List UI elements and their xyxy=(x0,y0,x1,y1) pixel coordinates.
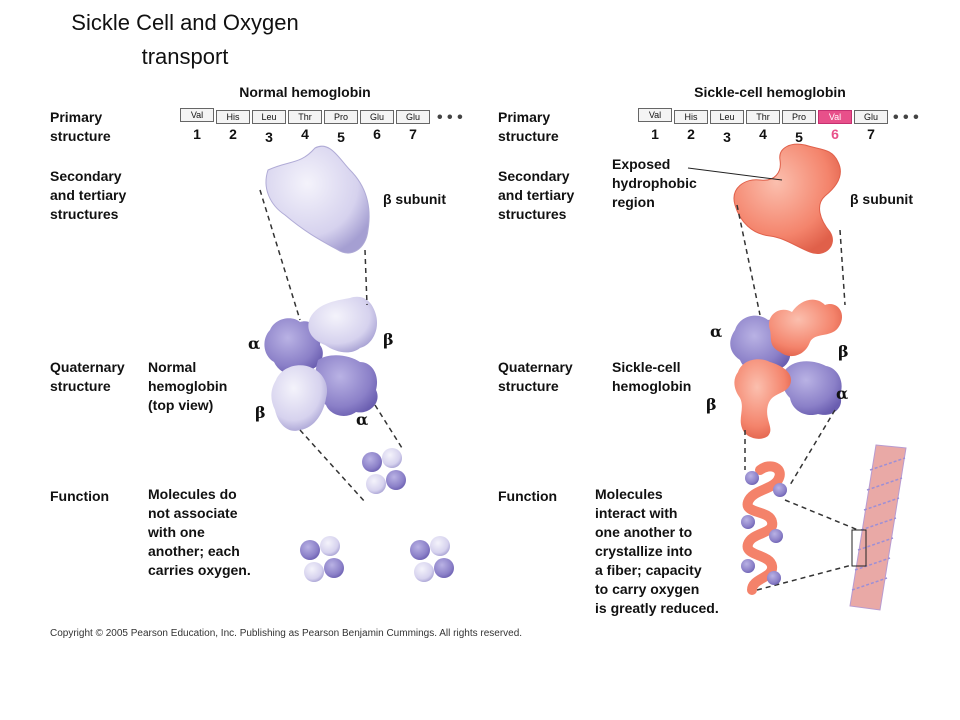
normal-function-desc: Molecules do not associate with one anot… xyxy=(148,486,251,578)
title-line1: Sickle Cell and Oxygen xyxy=(71,10,299,35)
sickle-connector-lines xyxy=(736,204,859,591)
sickle-pos-2: 2 xyxy=(687,126,695,142)
normal-aa-4: Thr xyxy=(288,110,322,124)
sickle-primary-label: Primary structure xyxy=(498,109,559,144)
normal-pos-3: 3 xyxy=(265,129,273,145)
sickle-aa-7: Glu xyxy=(854,110,888,124)
normal-aa-3: Leu xyxy=(252,110,286,124)
sickle-aa-6-mutated: Val xyxy=(818,110,852,124)
normal-molecule-2 xyxy=(300,536,344,582)
sickle-quaternary-label: Quaternary structure xyxy=(498,359,573,394)
normal-function-label: Function xyxy=(50,488,110,504)
normal-beta-subunit-shape xyxy=(265,145,370,254)
normal-beta-subunit-label: β subunit xyxy=(383,191,446,207)
normal-aa-6: Glu xyxy=(360,110,394,124)
normal-pos-6: 6 xyxy=(373,126,381,142)
sickle-pos-6-mutated: 6 xyxy=(831,126,839,142)
normal-pos-2: 2 xyxy=(229,126,237,142)
sickle-hemoglobin-tetramer xyxy=(730,299,843,439)
sickle-alpha-label-top: α xyxy=(710,322,723,341)
normal-beta-label-right: β xyxy=(383,330,394,349)
sickle-alpha-label-bottom: α xyxy=(836,384,849,403)
sickle-beta-label-right: β xyxy=(838,342,849,361)
normal-pos-5: 5 xyxy=(337,129,345,145)
sickle-pos-3: 3 xyxy=(723,129,731,145)
normal-quaternary-desc: Normal hemoglobin (top view) xyxy=(148,359,228,413)
sickle-secondary-label: Secondary and tertiary structures xyxy=(498,168,575,222)
normal-pos-4: 4 xyxy=(301,126,309,142)
sickle-function-desc: Molecules interact with one another to c… xyxy=(595,486,719,616)
sickle-aa-2: His xyxy=(674,110,708,124)
normal-primary-label: Primary structure xyxy=(50,109,111,144)
sickle-beta-subunit-shape xyxy=(733,143,841,254)
normal-secondary-label: Secondary and tertiary structures xyxy=(50,168,127,222)
normal-molecule-3 xyxy=(410,536,454,582)
normal-aa-5: Pro xyxy=(324,110,358,124)
sickle-heading: Sickle-cell hemoglobin xyxy=(694,84,846,100)
slide-title: Sickle Cell and Oxygen transport xyxy=(50,6,320,74)
normal-aa-2: His xyxy=(216,110,250,124)
normal-heading: Normal hemoglobin xyxy=(239,84,371,100)
sickle-quaternary-desc: Sickle-cell hemoglobin xyxy=(612,359,692,394)
normal-pos-7: 7 xyxy=(409,126,417,142)
sickle-aa-1: Val xyxy=(638,108,672,122)
normal-pos-1: 1 xyxy=(193,126,201,142)
exposed-hydrophobic-label: Exposed hydrophobic region xyxy=(612,156,697,210)
normal-alpha-label-top: α xyxy=(248,334,261,353)
sickle-beta-label-left: β xyxy=(706,395,717,414)
normal-alpha-label-bottom: α xyxy=(356,410,369,429)
sickle-pos-1: 1 xyxy=(651,126,659,142)
sickle-pos-7: 7 xyxy=(867,126,875,142)
sickle-aa-3: Leu xyxy=(710,110,744,124)
sickle-fiber-cylinder xyxy=(849,444,907,611)
sickle-pos-4: 4 xyxy=(759,126,767,142)
exposed-region-pointer xyxy=(687,167,783,181)
sickle-function-label: Function xyxy=(498,488,558,504)
normal-molecule-1 xyxy=(362,448,406,494)
normal-beta-label-left: β xyxy=(255,403,266,422)
normal-connector-lines xyxy=(259,189,403,503)
normal-aa-7: Glu xyxy=(396,110,430,124)
sickle-fiber-strand xyxy=(741,461,787,595)
copyright-notice: Copyright © 2005 Pearson Education, Inc.… xyxy=(50,628,523,639)
normal-chain-ellipsis: • • • xyxy=(437,109,463,126)
sickle-pos-5: 5 xyxy=(795,129,803,145)
normal-aa-1: Val xyxy=(180,108,214,122)
sickle-chain-ellipsis: • • • xyxy=(893,109,919,126)
normal-hemoglobin-tetramer xyxy=(264,296,378,431)
sickle-aa-4: Thr xyxy=(746,110,780,124)
title-line2: transport xyxy=(141,44,229,69)
sickle-aa-5: Pro xyxy=(782,110,816,124)
sickle-beta-subunit-label: β subunit xyxy=(850,191,913,207)
normal-quaternary-label: Quaternary structure xyxy=(50,359,125,394)
